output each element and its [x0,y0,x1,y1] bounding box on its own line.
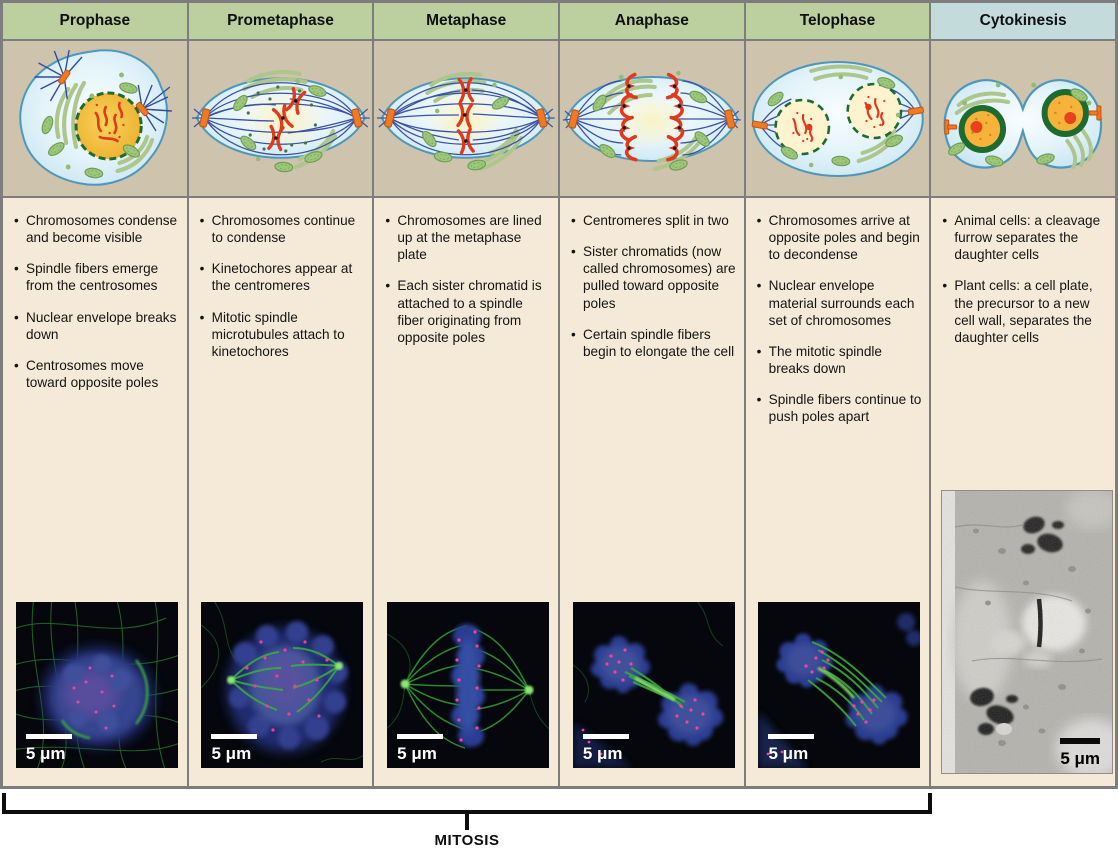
illustration-cell-metaphase [374,41,558,196]
bracket-line [2,793,932,814]
scale-bar: 5 μm [768,734,815,763]
scale-bar-line [768,734,815,739]
anaphase-micrograph-image [572,602,735,768]
cytokinesis-tem-micrograph: 5 μm [941,490,1114,774]
bullet-item: Animal cells: a cleavage furrow separate… [941,212,1109,263]
prophase-cell-drawing [19,49,172,186]
scale-bar-line [582,734,629,739]
mitosis-stages-table: Prophase Prometaphase Metaphase Anaphase… [0,0,1118,789]
bullet-item: Spindle fibers continue to push poles ap… [756,391,924,425]
bullet-item: Spindle fibers emerge from the centrosom… [13,260,181,294]
phase-header-cytokinesis: Cytokinesis [931,3,1115,39]
anaphase-fluorescence-micrograph: 5 μm [572,602,735,768]
scale-label: 5 μm [25,744,66,763]
scale-label: 5 μm [211,744,252,763]
scale-bar: 5 μm [397,734,444,763]
bullet-item: Mitotic spindle microtubules attach to k… [199,309,367,360]
bullet-list: Animal cells: a cleavage furrow separate… [941,212,1109,346]
scale-bar: 5 μm [25,734,72,763]
scale-label: 5 μm [397,744,437,763]
phase-title: Prometaphase [227,12,334,29]
illustration-cell-telophase [745,41,930,196]
mitosis-label: MITOSIS [434,832,500,849]
prometaphase-micrograph-image [201,602,364,768]
scale-bar-line [397,734,444,739]
scale-bar: 5 μm [1060,738,1101,768]
phase-title: Telophase [799,12,876,29]
bullet-list: Chromosomes condense and become visible … [13,212,181,391]
detail-cell-prophase: Chromosomes condense and become visible … [3,198,187,786]
illustration-cell-anaphase [560,41,744,196]
scale-label: 5 μm [582,744,623,763]
prophase-micrograph-image [15,602,178,768]
bullet-item: Chromosomes arrive at opposite poles and… [756,212,924,263]
bullet-item: Centromeres split in two [570,212,738,229]
bullet-item: Chromosomes are lined up at the metaphas… [384,212,552,263]
telophase-cell-drawing [751,61,924,177]
metaphase-cell-drawing [377,71,556,172]
phase-header-prometaphase: Prometaphase [188,3,373,39]
phase-title: Metaphase [426,12,507,29]
bullet-item: Centrosomes move toward opposite poles [13,357,181,391]
scale-bar-line [1060,738,1101,744]
scale-bar: 5 μm [582,734,629,763]
bullet-list: Chromosomes are lined up at the metaphas… [384,212,552,346]
bullet-item: Sister chromatids (now called chromosome… [570,243,738,312]
detail-cell-telophase: Chromosomes arrive at opposite poles and… [745,198,930,786]
bullet-item: Certain spindle fibers begin to elongate… [570,326,738,360]
bullet-item: Kinetochores appear at the centromeres [199,260,367,294]
detail-cell-prometaphase: Chromosomes continue to condense Kinetoc… [188,198,373,786]
bullet-item: Nuclear envelope breaks down [13,309,181,343]
bullet-item: Chromosomes continue to condense [199,212,367,246]
mitosis-bracket: MITOSIS [2,793,932,849]
scale-bar-line [211,734,258,739]
scale-label: 5 μm [768,744,809,763]
anaphase-cell-drawing [562,70,741,173]
illustration-cell-prophase [3,41,187,196]
bracket-stem [465,814,469,830]
bullet-list: Chromosomes arrive at opposite poles and… [756,212,924,425]
cytokinesis-micrograph-image [942,491,1113,773]
phase-header-metaphase: Metaphase [374,3,558,39]
detail-cell-cytokinesis: Animal cells: a cleavage furrow separate… [931,198,1115,786]
illustration-cell-cytokinesis [931,41,1115,196]
scale-bar-line [25,734,72,739]
phase-header-prophase: Prophase [3,3,187,39]
prometaphase-cell-drawing [191,70,370,173]
prometaphase-fluorescence-micrograph: 5 μm [201,602,364,768]
bullet-item: Each sister chromatid is attached to a s… [384,277,552,346]
bullet-list: Centromeres split in two Sister chromati… [570,212,738,360]
telophase-micrograph-image [758,602,921,768]
phase-header-anaphase: Anaphase [560,3,744,39]
telophase-fluorescence-micrograph: 5 μm [758,602,921,768]
bullet-item: Nuclear envelope material surrounds each… [756,277,924,328]
scale-label: 5 μm [1060,749,1101,768]
phase-title: Cytokinesis [979,12,1067,29]
bullet-item: Plant cells: a cell plate, the precursor… [941,277,1109,346]
cytokinesis-cell-drawing [943,79,1103,169]
detail-cell-anaphase: Centromeres split in two Sister chromati… [560,198,744,786]
illustration-cell-prometaphase [188,41,373,196]
bullet-item: The mitotic spindle breaks down [756,343,924,377]
metaphase-fluorescence-micrograph: 5 μm [387,602,550,768]
bullet-item: Chromosomes condense and become visible [13,212,181,246]
metaphase-micrograph-image [387,602,550,768]
phase-title: Prophase [59,12,131,29]
scale-bar: 5 μm [211,734,258,763]
phase-title: Anaphase [614,12,689,29]
prophase-fluorescence-micrograph: 5 μm [15,602,178,768]
detail-cell-metaphase: Chromosomes are lined up at the metaphas… [374,198,558,786]
phase-header-telophase: Telophase [745,3,930,39]
bullet-list: Chromosomes continue to condense Kinetoc… [199,212,367,360]
